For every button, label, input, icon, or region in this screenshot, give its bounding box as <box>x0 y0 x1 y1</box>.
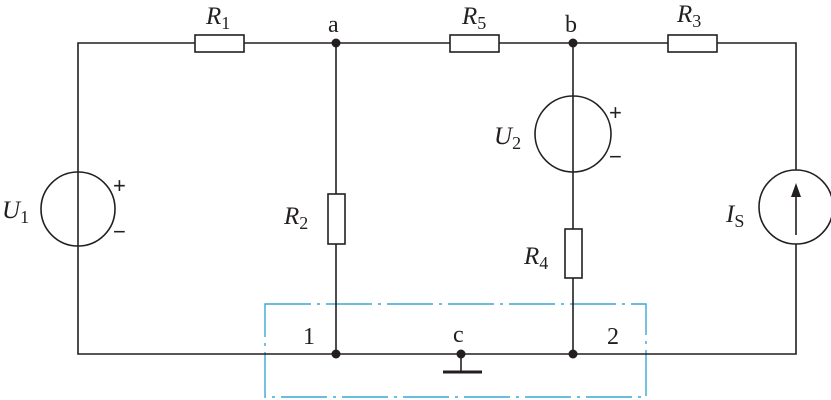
voltage-source-u1 <box>40 171 116 247</box>
label-r5: R5 <box>461 3 486 33</box>
label-r4: R4 <box>523 243 548 273</box>
label-u2: U2 <box>494 123 521 153</box>
u1-plus-sign: + <box>113 173 126 198</box>
arrow-up-icon <box>791 183 801 197</box>
u2-plus-sign: + <box>609 100 622 125</box>
label-r2: R2 <box>283 203 308 233</box>
resistor-r5 <box>449 34 500 53</box>
resistor-r1 <box>194 34 245 53</box>
resistor-r2 <box>327 193 346 245</box>
dashed-region-box <box>264 303 647 398</box>
node-label-a: a <box>328 12 339 38</box>
node-label-b: b <box>565 12 577 38</box>
resistor-r4 <box>564 228 583 279</box>
resistor-r3 <box>667 34 718 53</box>
u2-minus-sign: − <box>609 144 622 169</box>
label-u1: U1 <box>2 197 29 227</box>
current-source-is <box>758 169 831 245</box>
u1-minus-sign: − <box>113 219 126 244</box>
label-r3: R3 <box>676 1 701 31</box>
node-label-1: 1 <box>303 324 315 350</box>
wires <box>77 42 797 374</box>
label-is: IS <box>725 201 744 231</box>
node-label-c: c <box>453 322 464 348</box>
voltage-source-u2 <box>534 95 612 173</box>
label-r1: R1 <box>205 3 230 33</box>
junction-dots <box>331 38 578 359</box>
node-label-2: 2 <box>607 324 619 350</box>
